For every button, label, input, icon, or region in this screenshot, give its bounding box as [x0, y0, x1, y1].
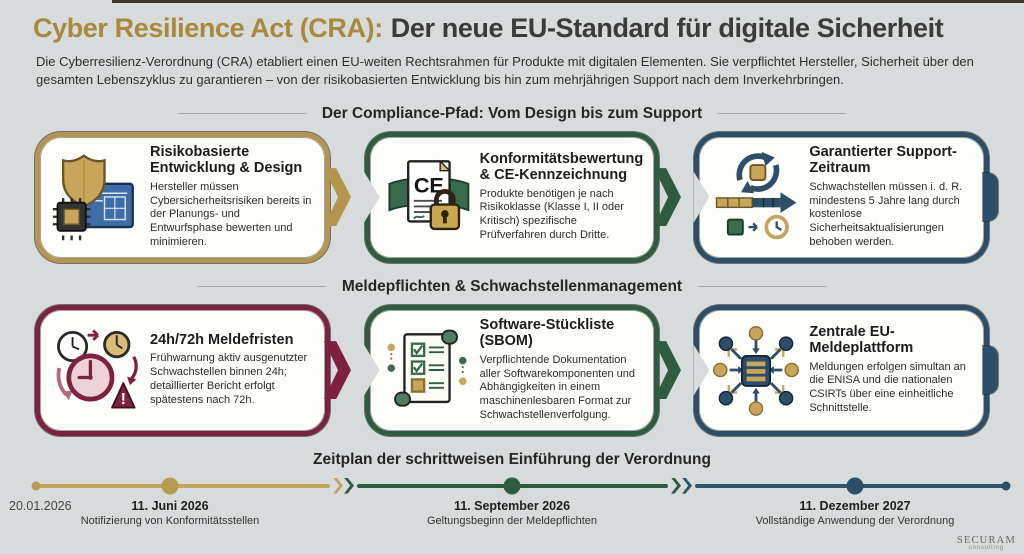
update-cycle-clock-icon: [705, 145, 807, 249]
section-title: Der Compliance-Pfad: Vom Design bis zum …: [321, 104, 703, 122]
milestone-dot-1: [161, 477, 179, 495]
reporting-cards-row: ! 24h/72h Meldefristen Frühwarnung aktiv…: [0, 304, 1024, 436]
card-title: 24h/72h Meldefristen: [150, 332, 294, 349]
section-title: Meldepflichten & Schwachstellenmanagemen…: [341, 277, 683, 295]
milestone-dot-3: [846, 477, 864, 495]
brand-name: SECURAM: [956, 535, 1016, 546]
timeline-segment-gold: [36, 483, 330, 488]
clocks-alert-icon: !: [46, 318, 148, 422]
ce-document-lock-icon: CE: [376, 145, 478, 249]
timeline-end-dot: [1001, 481, 1011, 491]
milestone-date: 11. Juni 2026: [131, 498, 209, 513]
milestone-dot-2: [503, 477, 521, 495]
timeline-track: [0, 477, 1024, 495]
chevron-right-icon: [671, 477, 692, 494]
milestone-label: Geltungsbeginn der Meldepflichten: [426, 514, 597, 527]
card-title: Risikobasierte Entwicklung & Design: [150, 144, 303, 177]
card-conformity-ce: CE Konformitätsbewertung & CE-Kennzeichn…: [364, 131, 660, 263]
card-body: Schwachstellen müssen i. d. R. mindesten…: [809, 180, 963, 249]
svg-text:!: !: [121, 391, 126, 408]
timeline-start-dot: [31, 481, 41, 491]
card-support-period: Garantierter Support-Zeitraum Schwachste…: [694, 131, 990, 263]
milestone-3: 11. Dezember 2027 Vollständige Anwendung…: [710, 499, 1000, 527]
card-reporting-deadlines: ! 24h/72h Meldefristen Frühwarnung aktiv…: [35, 304, 330, 436]
title-rest: Der neue EU-Standard für digitale Sicher…: [390, 13, 944, 43]
card-body: Frühwarnung aktiv ausgenutzter Schwachst…: [150, 352, 308, 407]
timeline-heading: Zeitplan der schrittweisen Einführung de…: [313, 450, 711, 468]
checklist-scroll-icon: [376, 318, 478, 422]
card-body: Hersteller müssen Cybersicherheitsrisike…: [150, 180, 312, 249]
card-body: Verpflichtende Dokumentation aller Softw…: [479, 353, 635, 422]
brand-subtitle: consulting: [968, 545, 1004, 551]
heading-rule-right: [718, 113, 847, 115]
card-body: Produkte benötigen je nach Risikoklasse …: [479, 187, 624, 242]
milestone-date: 11. September 2026: [453, 498, 571, 513]
title-highlight: Cyber Resilience Act (CRA):: [33, 13, 383, 43]
network-hub-icon: [705, 318, 807, 422]
timeline-labels: 11. Juni 2026 Notifizierung von Konformi…: [0, 499, 1024, 539]
heading-rule-left: [177, 113, 306, 115]
timeline-start-date: 20.01.2026: [9, 498, 72, 513]
section-heading-compliance: Der Compliance-Pfad: Vom Design bis zum …: [0, 105, 1024, 123]
card-title: Zentrale EU-Meldeplattform: [809, 324, 914, 357]
card-body: Meldungen erfolgen simultan an die ENISA…: [809, 360, 966, 415]
card-title: Garantierter Support-Zeitraum: [809, 144, 957, 177]
milestone-1: 11. Juni 2026 Notifizierung von Konformi…: [25, 499, 315, 527]
timeline-section: Zeitplan der schrittweisen Einführung de…: [0, 451, 1024, 539]
card-sbom: Software-Stückliste (SBOM) Verpflichtend…: [364, 304, 660, 436]
card-risk-based-design: Risikobasierte Entwicklung & Design Hers…: [35, 131, 330, 263]
shield-blueprint-chip-icon: [46, 145, 148, 249]
page-title: Cyber Resilience Act (CRA):Der neue EU-S…: [0, 13, 1024, 44]
card-title: Software-Stückliste (SBOM): [479, 317, 615, 350]
compliance-cards-row: Risikobasierte Entwicklung & Design Hers…: [0, 131, 1024, 263]
milestone-2: 11. September 2026 Geltungsbeginn der Me…: [367, 499, 657, 527]
milestone-label: Vollständige Anwendung der Verordnung: [755, 514, 955, 527]
milestone-label: Notifizierung von Konformitätsstellen: [80, 514, 260, 527]
card-title: Konformitätsbewertung & CE-Kennzeichnung: [479, 151, 644, 184]
milestone-date: 11. Dezember 2027: [799, 498, 911, 513]
heading-rule-left: [197, 286, 326, 288]
card-eu-reporting-platform: Zentrale EU-Meldeplattform Meldungen erf…: [694, 304, 990, 436]
top-edge-strip: [112, 0, 1024, 3]
intro-text: Die Cyberresilienz-Verordnung (CRA) etab…: [36, 53, 974, 88]
chevron-right-icon: [333, 477, 354, 494]
section-heading-reporting: Meldepflichten & Schwachstellenmanagemen…: [0, 278, 1024, 296]
heading-rule-right: [698, 286, 827, 288]
brand-logo: SECURAM consulting: [957, 535, 1016, 551]
